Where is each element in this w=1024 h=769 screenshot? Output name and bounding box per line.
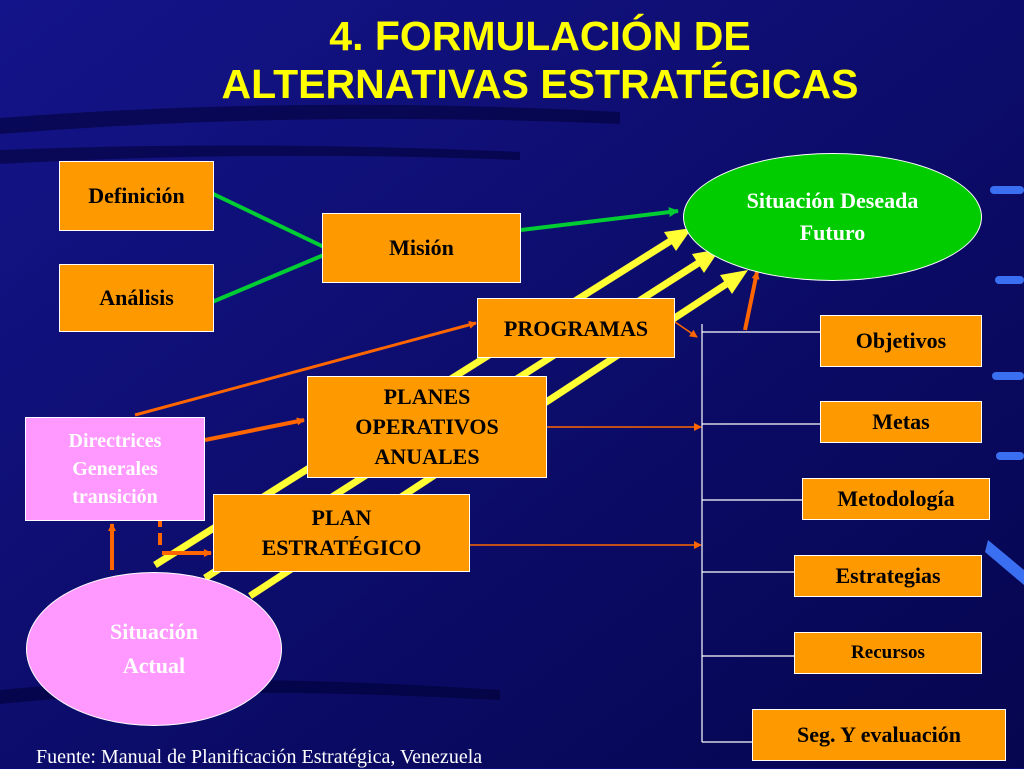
directrices-line-2: Generales	[72, 458, 158, 480]
situacion-actual-line-2: Actual	[122, 653, 186, 678]
mision-box: Misión	[322, 213, 521, 283]
analisis-box: Análisis	[59, 264, 214, 332]
objetivos-label: Objetivos	[855, 328, 947, 353]
mision-to-situacion-deseada	[520, 207, 679, 232]
components-to-situacion-deseada	[743, 271, 760, 331]
programas-box: PROGRAMAS	[477, 298, 675, 358]
plan-line-2: ESTRATÉGICO	[261, 535, 422, 560]
estrategias-label: Estrategias	[835, 563, 941, 588]
metodologia-label: Metodología	[837, 486, 955, 511]
directrices-to-programas	[134, 320, 477, 417]
title-line-1: 4. FORMULACIÓN DE	[329, 13, 751, 59]
title-line-2: ALTERNATIVAS ESTRATÉGICAS	[221, 61, 859, 107]
planes-line-2: OPERATIVOS	[355, 414, 499, 439]
metas-label: Metas	[872, 409, 930, 434]
situacion-actual-line-1: Situación	[109, 619, 199, 644]
slide-title: 4. FORMULACIÓN DE ALTERNATIVAS ESTRATÉGI…	[40, 12, 1024, 108]
planes-line-3: ANUALES	[374, 444, 480, 469]
programas-to-bracket	[674, 321, 698, 338]
metodologia-box: Metodología	[802, 478, 990, 520]
metas-box: Metas	[820, 401, 982, 443]
analisis-label: Análisis	[99, 285, 174, 310]
mision-label: Misión	[389, 235, 454, 260]
definicion-label: Definición	[88, 183, 185, 208]
definicion-box: Definición	[59, 161, 214, 231]
situacion-deseada-ellipse: Situación Deseada Futuro	[683, 153, 982, 281]
seguimiento-box: Seg. Y evaluación	[752, 709, 1006, 761]
seguimiento-label: Seg. Y evaluación	[797, 722, 961, 747]
components-bracket	[701, 324, 820, 743]
planes-operativos-box: PLANES OPERATIVOS ANUALES	[307, 376, 547, 478]
plan-estrategico-box: PLAN ESTRATÉGICO	[213, 494, 470, 572]
analisis-to-mision	[204, 252, 327, 307]
programas-label: PROGRAMAS	[503, 316, 649, 341]
objetivos-box: Objetivos	[820, 315, 982, 367]
estrategias-box: Estrategias	[794, 555, 982, 597]
situacion-deseada-line-1: Situación Deseada	[746, 188, 919, 213]
planes-line-1: PLANES	[383, 384, 471, 409]
recursos-label: Recursos	[851, 642, 925, 663]
recursos-box: Recursos	[794, 632, 982, 674]
situacion-deseada-line-2: Futuro	[799, 220, 866, 245]
definicion-to-mision	[204, 188, 327, 250]
plan-line-1: PLAN	[311, 505, 372, 530]
directrices-box: Directrices Generales transición	[25, 417, 205, 521]
directrices-line-1: Directrices	[68, 430, 162, 452]
situacion-actual-ellipse: Situación Actual	[26, 572, 282, 726]
directrices-to-planes	[204, 417, 305, 442]
directrices-line-3: transición	[72, 486, 158, 508]
source-caption: Fuente: Manual de Planificación Estratég…	[36, 746, 483, 768]
